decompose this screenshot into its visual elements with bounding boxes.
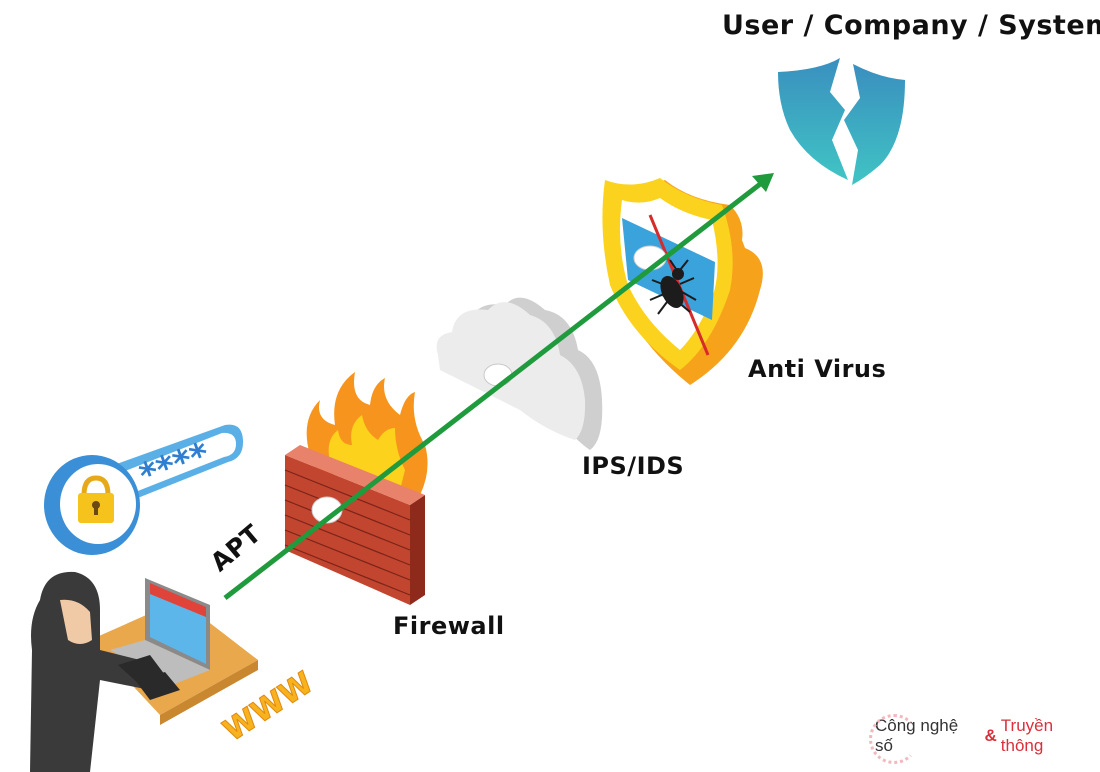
broken-shield-icon xyxy=(778,58,905,185)
bug-icon xyxy=(649,259,697,315)
brand-ampersand: & xyxy=(984,726,997,745)
attack-path xyxy=(223,173,774,600)
antivirus-screen xyxy=(622,218,715,320)
firewall-wall-icon xyxy=(284,445,425,605)
brand-part2: Truyền thông xyxy=(1000,716,1054,755)
laptop-icon xyxy=(110,578,210,685)
arrowhead-icon xyxy=(752,173,774,192)
firewall-label: Firewall xyxy=(393,612,505,640)
cloud-icon xyxy=(436,297,603,450)
brand-ring-icon xyxy=(869,714,919,764)
padlock-icon xyxy=(78,475,114,523)
password-mask: **** xyxy=(134,434,215,496)
hacker-workstation xyxy=(30,571,258,772)
target-label: User / Company / System xyxy=(722,10,1100,41)
cloud-hole xyxy=(483,363,513,387)
brand-logo: Công nghệ số & Truyền thông xyxy=(869,714,1100,764)
password-key-icon: **** xyxy=(44,424,244,555)
antivirus-shield-icon xyxy=(602,178,763,385)
antivirus-label: Anti Virus xyxy=(748,355,887,383)
ips-ids-label: IPS/IDS xyxy=(582,452,685,480)
hacker-icon xyxy=(30,571,180,772)
